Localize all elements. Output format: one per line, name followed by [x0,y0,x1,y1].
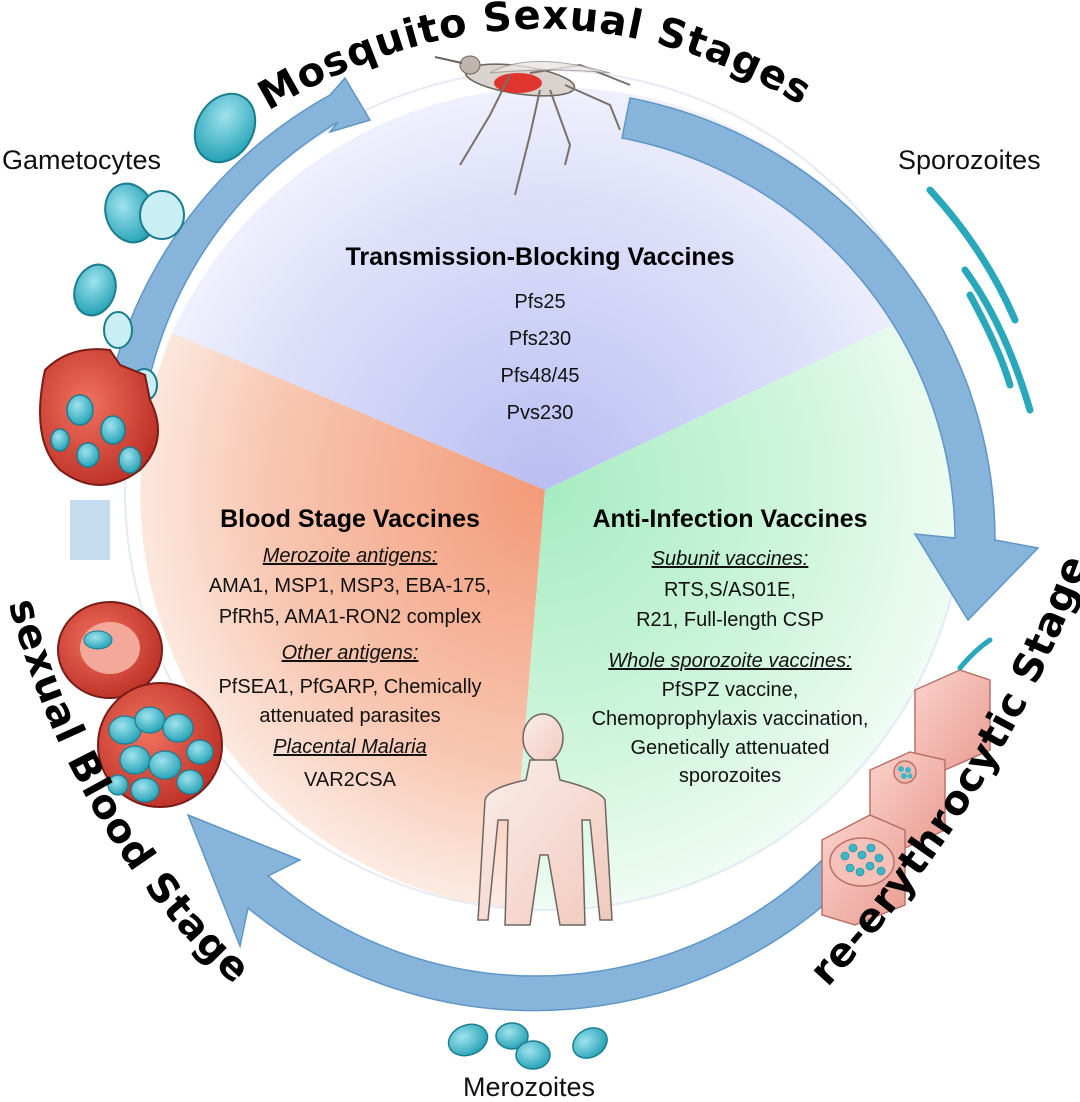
transmission-item: Pfs48/45 [501,365,580,387]
sector-transmission-blocking [172,87,925,490]
anti-infection-line: Chemoprophylaxis vaccination, [592,708,869,730]
arrow-left-link [70,500,110,560]
blood-stage-line: PfSEA1, PfGARP, Chemically [218,676,481,698]
sporozoites-illustration [926,186,1034,414]
blood-stage-title: Blood Stage Vaccines [220,505,480,533]
blood-stage-line: AMA1, MSP1, MSP3, EBA-175, [209,575,491,597]
sector-anti-infection [510,310,967,912]
other-antigens-heading: Other antigens: [282,642,419,664]
placental-malaria-heading: Placental Malaria [273,736,426,758]
vaccine-sectors [124,69,967,912]
blood-stage-section: Blood Stage Vaccines Merozoite antigens:… [209,505,491,791]
transmission-item: Pfs25 [514,291,565,313]
sector-blood-stage [140,333,545,910]
human-figure-illustration [477,713,613,926]
anti-infection-section: Anti-Infection Vaccines Subunit vaccines… [592,505,869,787]
anti-infection-line: Genetically attenuated [630,737,829,759]
transmission-blocking-section: Transmission-Blocking Vaccines Pfs25 Pfs… [345,243,734,424]
asexual-rbc-illustration [57,601,223,808]
arrow-to-liver [621,97,1040,622]
whole-sporozoite-heading: Whole sporozoite vaccines: [608,650,851,672]
anti-infection-title: Anti-Infection Vaccines [592,505,867,533]
transmission-item: Pvs230 [507,402,574,424]
merozoite-antigens-heading: Merozoite antigens: [263,545,438,567]
gametocytes-illustration [73,92,257,402]
blood-stage-line: VAR2CSA [304,769,397,791]
arrow-to-blood [186,813,871,1012]
mosquito-illustration [434,55,631,196]
anti-infection-line: PfSPZ vaccine, [662,679,799,701]
label-merozoites: Merozoites [463,1072,595,1102]
blood-stage-line: PfRh5, AMA1-RON2 complex [219,606,481,628]
ruptured-rbc-illustration [39,348,159,486]
label-sporozoites: Sporozoites [898,145,1041,175]
anti-infection-line: sporozoites [679,765,781,787]
lifecycle-arrows [97,76,1040,1012]
anti-infection-line: R21, Full-length CSP [636,609,824,631]
transmission-title: Transmission-Blocking Vaccines [345,243,734,271]
merozoites-illustration [447,1022,608,1070]
transmission-item: Pfs230 [509,328,571,350]
anti-infection-line: RTS,S/AS01E, [664,579,796,601]
blood-stage-line: attenuated parasites [259,705,440,727]
subunit-vaccines-heading: Subunit vaccines: [652,548,809,570]
label-gametocytes: Gametocytes [2,145,161,175]
hepatocytes-illustration [821,637,993,926]
